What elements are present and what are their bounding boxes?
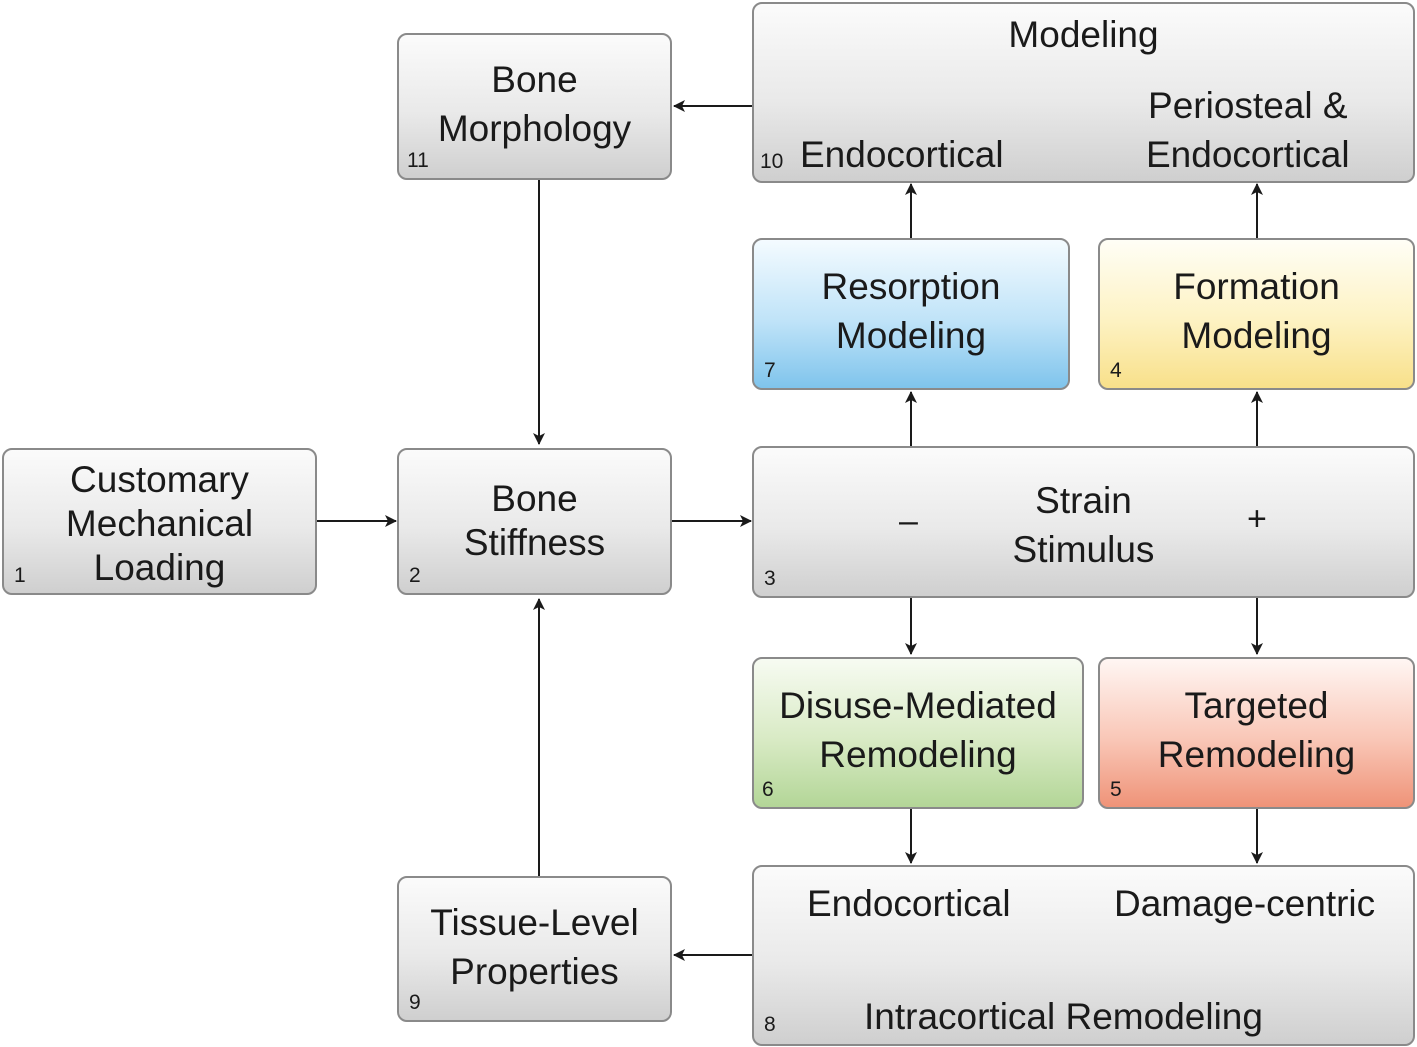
damage-centric-label: Damage-centric [1114,883,1376,924]
modeling-title: Modeling [1008,14,1159,55]
box-number: 11 [407,149,429,172]
box-customary-mechanical-loading: Customary Mechanical Loading 1 [2,448,317,595]
plus-sign: + [1247,500,1267,538]
box-targeted-remodeling: Targeted Remodeling 5 [1098,657,1415,809]
box-tissue-level-properties: Tissue-Level Properties 9 [397,876,672,1022]
box-number: 3 [764,567,776,590]
box-number: 7 [764,359,776,382]
box-number: 10 [760,150,784,173]
box-label: Tissue-Level Properties [430,902,639,992]
box-number: 4 [1110,359,1122,382]
box-bone-stiffness: Bone Stiffness 2 [397,448,672,595]
box-label: Bone Stiffness [463,478,606,563]
box-number: 9 [409,991,421,1014]
box-intracortical-remodeling: Endocortical Damage-centric Intracortica… [752,865,1415,1046]
box-label: Bone Morphology [437,59,632,149]
box-label: Strain Stimulus [1012,480,1155,570]
periosteal-endocortical-label: Periosteal & Endocortical [1146,85,1350,175]
box-resorption-modeling: Resorption Modeling 7 [752,238,1070,390]
box-label: Targeted Remodeling [1157,685,1356,775]
intracortical-remodeling-label: Intracortical Remodeling [864,996,1263,1037]
box-formation-modeling: Formation Modeling 4 [1098,238,1415,390]
minus-sign: – [899,502,918,540]
box-number: 8 [764,1013,776,1036]
box-modeling: Modeling Endocortical Periosteal & Endoc… [752,2,1415,183]
endocortical-label: Endocortical [807,883,1011,924]
box-strain-stimulus: Strain Stimulus – + 3 [752,446,1415,598]
box-label: Customary Mechanical Loading [65,459,254,588]
box-label: Resorption Modeling [821,266,1001,356]
box-number: 2 [409,564,421,587]
box-bone-morphology: Bone Morphology 11 [397,33,672,180]
box-number: 5 [1110,778,1122,801]
box-number: 1 [14,564,26,587]
box-label: Formation Modeling [1173,266,1340,356]
endocortical-label: Endocortical [800,134,1004,175]
box-number: 6 [762,778,774,801]
box-disuse-mediated-remodeling: Disuse-Mediated Remodeling 6 [752,657,1084,809]
box-label: Disuse-Mediated Remodeling [779,685,1057,775]
